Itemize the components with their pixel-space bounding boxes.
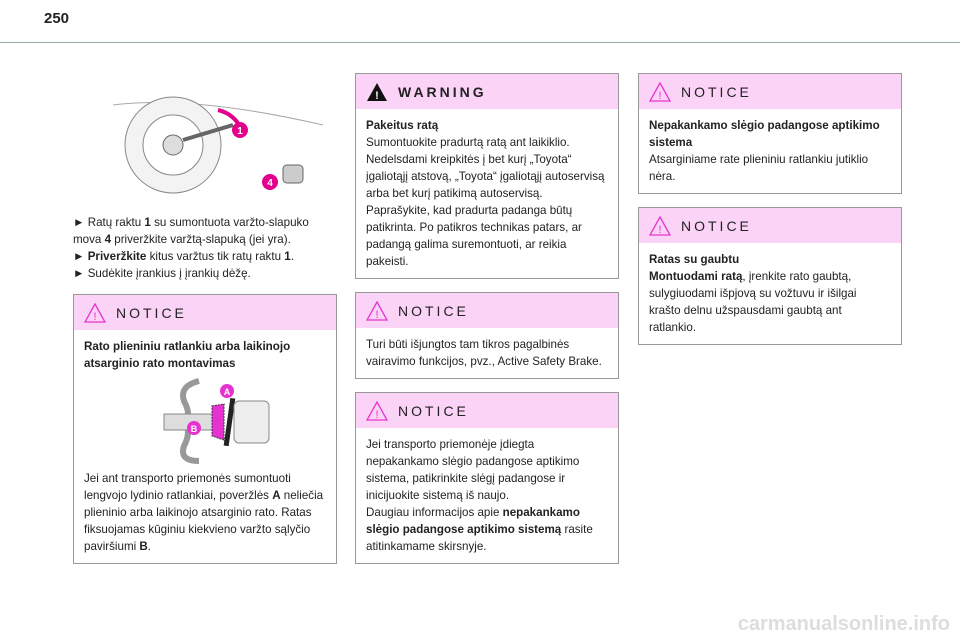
wheel-illustration: 1 4 bbox=[112, 96, 324, 194]
step-1: ► Ratų raktu 1 su sumontuota varžto-slap… bbox=[73, 216, 309, 246]
notice-text: Jei transporto priemonėje įdiegta nepaka… bbox=[366, 438, 580, 502]
left-column: 1 4 ► Ratų raktu 1 su sumontuota varžto-… bbox=[73, 95, 337, 577]
svg-text:!: ! bbox=[658, 90, 661, 102]
warning-triangle-icon: ! bbox=[649, 215, 671, 236]
page-number: 250 bbox=[44, 10, 70, 27]
step-3: ► Sudėkite įrankius į įrankių dėžę. bbox=[73, 267, 251, 280]
warning-triangle-icon: ! bbox=[366, 300, 388, 321]
svg-text:!: ! bbox=[375, 409, 378, 421]
notice-heading: Ratas su gaubtu bbox=[649, 253, 740, 266]
svg-text:!: ! bbox=[375, 90, 379, 102]
notice-heading: Nepakankamo slėgio padangose aptikimo si… bbox=[649, 119, 880, 149]
svg-text:!: ! bbox=[375, 309, 378, 321]
notice-title: NOTICE bbox=[398, 302, 469, 319]
step-2: ► Priveržkite kitus varžtus tik ratų rak… bbox=[73, 250, 294, 263]
figure-label-4: 4 bbox=[267, 178, 273, 189]
notice-heading: Rato plieniniu ratlankiu arba laikinojo … bbox=[84, 340, 291, 370]
notice-box-driving-aids: ! NOTICE Turi būti išjungtos tam tikros p… bbox=[355, 292, 619, 379]
notice-title: NOTICE bbox=[398, 402, 469, 419]
notice-box-tpms-spare: ! NOTICE Nepakankamo slėgio padangose apt… bbox=[638, 73, 902, 194]
warning-triangle-icon: ! bbox=[84, 302, 106, 323]
warning-text-2: Paprašykite, kad pradurta padanga būtų p… bbox=[366, 204, 582, 268]
notice-box-tpms: ! NOTICE Jei transporto priemonėje įdiegt… bbox=[355, 392, 619, 564]
notice-title: NOTICE bbox=[681, 217, 752, 234]
figure-label-b: B bbox=[191, 424, 198, 434]
figure-label-a: A bbox=[224, 387, 231, 397]
notice-text: Atsarginiame rate plieniniu ratlankiu ju… bbox=[649, 153, 869, 183]
notice-text: Jei ant transporto priemonės sumontuoti … bbox=[84, 472, 324, 553]
svg-text:!: ! bbox=[93, 311, 96, 323]
notice-text-2: Daugiau informacijos apie nepakankamo sl… bbox=[366, 506, 593, 553]
notice-text: Montuodami ratą, įrenkite rato gaubtą, s… bbox=[649, 270, 857, 334]
warning-triangle-icon: ! bbox=[649, 81, 671, 102]
right-column: ! NOTICE Nepakankamo slėgio padangose apt… bbox=[638, 73, 902, 358]
notice-box-steel-rim: ! NOTICE Rato plieniniu ratlankiu arba la… bbox=[73, 294, 337, 564]
warning-title: WARNING bbox=[398, 83, 487, 100]
figure-label-1: 1 bbox=[237, 126, 243, 137]
header-divider bbox=[0, 42, 960, 43]
warning-heading: Pakeitus ratą bbox=[366, 119, 439, 132]
svg-text:!: ! bbox=[658, 224, 661, 236]
notice-title: NOTICE bbox=[681, 83, 752, 100]
watermark: carmanualsonline.info bbox=[737, 613, 950, 635]
notice-title: NOTICE bbox=[116, 304, 187, 321]
warning-triangle-icon: ! bbox=[367, 82, 387, 102]
bolt-illustration: A B bbox=[163, 378, 270, 464]
warning-triangle-icon: ! bbox=[366, 400, 388, 421]
notice-text: Turi būti išjungtos tam tikros pagalbinė… bbox=[366, 338, 602, 368]
warning-text: Sumontuokite pradurtą ratą ant laikiklio… bbox=[366, 136, 605, 200]
